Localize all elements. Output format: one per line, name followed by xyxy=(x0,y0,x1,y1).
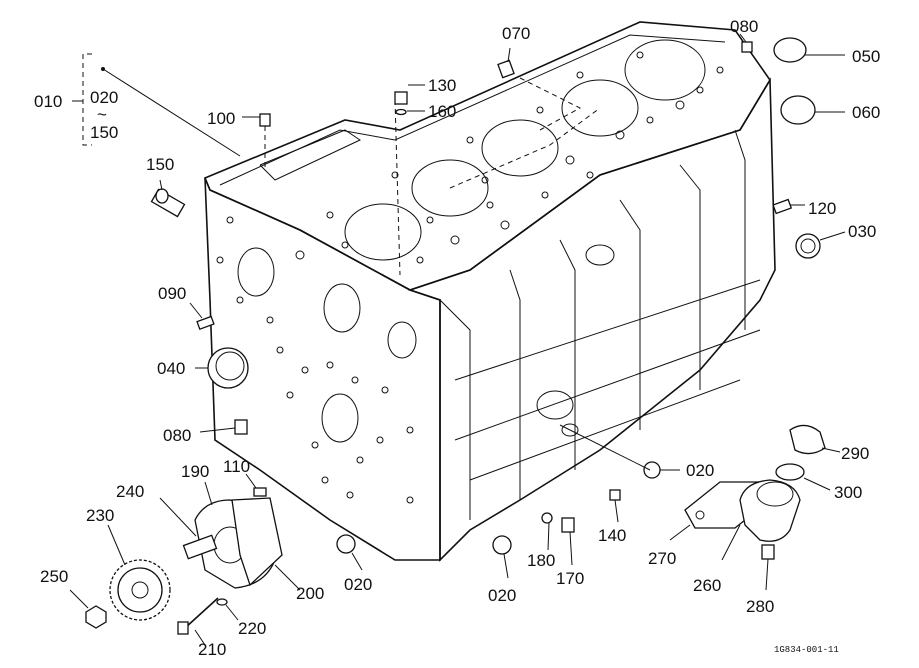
part-150-bolt xyxy=(150,179,186,218)
label-120: 120 xyxy=(808,199,836,218)
part-080-left-stud xyxy=(199,419,248,435)
part-280-bolt xyxy=(761,544,775,591)
label-180: 180 xyxy=(527,551,555,570)
label-020-bottom-b: 020 xyxy=(488,586,516,605)
part-040-seal xyxy=(195,347,249,389)
label-240: 240 xyxy=(116,482,144,501)
label-080-top: 080 xyxy=(730,17,758,36)
part-240-shaft xyxy=(159,497,218,560)
part-170-180 xyxy=(541,512,575,566)
part-220-washer xyxy=(216,598,239,621)
label-260: 260 xyxy=(693,576,721,595)
part-140 xyxy=(609,489,621,523)
part-250-nut xyxy=(69,589,107,629)
figure-code: 1G834-001-11 xyxy=(774,645,839,655)
part-210-bolt xyxy=(177,597,219,646)
label-200: 200 xyxy=(296,584,324,603)
label-040: 040 xyxy=(157,359,185,378)
part-090-pin xyxy=(189,302,215,330)
part-060-plug xyxy=(780,95,845,125)
label-070: 070 xyxy=(502,24,530,43)
part-110-pin xyxy=(245,473,267,497)
label-110: 110 xyxy=(223,457,250,476)
part-050-plug xyxy=(773,37,845,63)
part-120-pin xyxy=(772,198,805,215)
label-020-right: 020 xyxy=(686,461,714,480)
part-200-gasket xyxy=(231,497,301,591)
label-230: 230 xyxy=(86,506,114,525)
label-020-bottom-a: 020 xyxy=(344,575,372,594)
cylinder-block xyxy=(203,21,776,562)
part-130-160 xyxy=(394,84,425,116)
part-070-stud xyxy=(497,47,515,79)
label-150-group: 150 xyxy=(90,123,118,142)
label-270: 270 xyxy=(648,549,676,568)
label-160: 160 xyxy=(428,102,456,121)
part-300-oring xyxy=(775,463,831,491)
part-100-pin xyxy=(242,113,271,170)
leader-010 xyxy=(102,68,241,157)
part-030-seal xyxy=(795,231,846,259)
label-140: 140 xyxy=(598,526,626,545)
label-010: 010 xyxy=(34,92,62,111)
part-230-gear xyxy=(107,524,171,621)
label-020-group: 020 xyxy=(90,88,118,107)
label-170: 170 xyxy=(556,569,584,588)
label-150: 150 xyxy=(146,155,174,174)
part-080-top-stud xyxy=(739,33,753,53)
group-010-bracket xyxy=(72,53,105,146)
label-100: 100 xyxy=(207,109,235,128)
part-290-cap xyxy=(789,424,841,455)
label-210: 210 xyxy=(198,640,226,659)
label-290: 290 xyxy=(841,444,869,463)
label-080-left: 080 xyxy=(163,426,191,445)
part-260-housing xyxy=(721,479,801,561)
label-220: 220 xyxy=(238,619,266,638)
label-050: 050 xyxy=(852,47,880,66)
label-tilde: ~ xyxy=(97,105,107,124)
label-190: 190 xyxy=(181,462,209,481)
label-030: 030 xyxy=(848,222,876,241)
label-250: 250 xyxy=(40,567,68,586)
label-060: 060 xyxy=(852,103,880,122)
part-020-plugs xyxy=(336,461,680,579)
label-300: 300 xyxy=(834,483,862,502)
label-280: 280 xyxy=(746,597,774,616)
label-090: 090 xyxy=(158,284,186,303)
label-130: 130 xyxy=(428,76,456,95)
